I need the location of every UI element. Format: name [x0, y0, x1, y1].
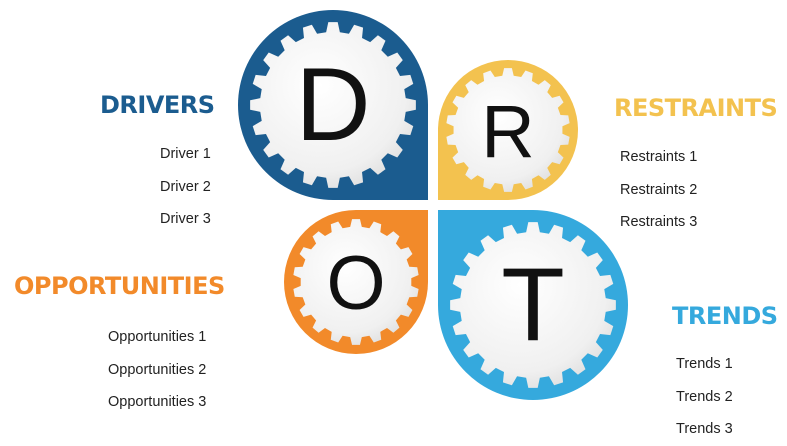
list-item: Restraints 1	[620, 149, 698, 165]
list-item: Opportunities 3	[108, 394, 207, 410]
opportunities-heading: OPPORTUNITIES	[14, 272, 225, 300]
trends-heading: TRENDS	[672, 302, 778, 330]
list-item: Restraints 2	[620, 181, 698, 198]
list-item: Driver 2	[160, 178, 211, 195]
restraints-letter: R	[481, 90, 534, 173]
drivers-letter: D	[295, 47, 370, 163]
opportunities-gear-icon	[293, 219, 419, 345]
list-item: Trends 3	[676, 421, 733, 437]
trends-list: Trends 1 Trends 2 Trends 3	[676, 348, 733, 446]
trends-letter: T	[501, 247, 565, 363]
drivers-gear-icon	[250, 22, 416, 188]
list-item: Opportunities 1	[108, 329, 207, 345]
trends-gear-icon	[450, 222, 616, 388]
trends-petal: T	[438, 210, 628, 400]
restraints-petal: R	[438, 60, 578, 200]
restraints-list: Restraints 1 Restraints 2 Restraints 3	[620, 141, 697, 239]
list-item: Trends 2	[676, 388, 733, 405]
list-item: Opportunities 2	[108, 361, 207, 378]
drivers-petal: D	[238, 10, 428, 200]
restraints-heading: RESTRAINTS	[614, 94, 778, 122]
restraints-gear-icon	[446, 68, 570, 192]
opportunities-list: Opportunities 1 Opportunities 2 Opportun…	[108, 321, 206, 419]
opportunities-petal: O	[284, 210, 428, 354]
drivers-heading: DRIVERS	[100, 91, 215, 119]
opportunities-letter: O	[326, 241, 385, 326]
list-item: Restraints 3	[620, 214, 698, 230]
list-item: Driver 3	[160, 211, 211, 227]
list-item: Driver 1	[160, 146, 211, 162]
drivers-list: Driver 1 Driver 2 Driver 3	[160, 138, 211, 236]
list-item: Trends 1	[676, 356, 733, 372]
